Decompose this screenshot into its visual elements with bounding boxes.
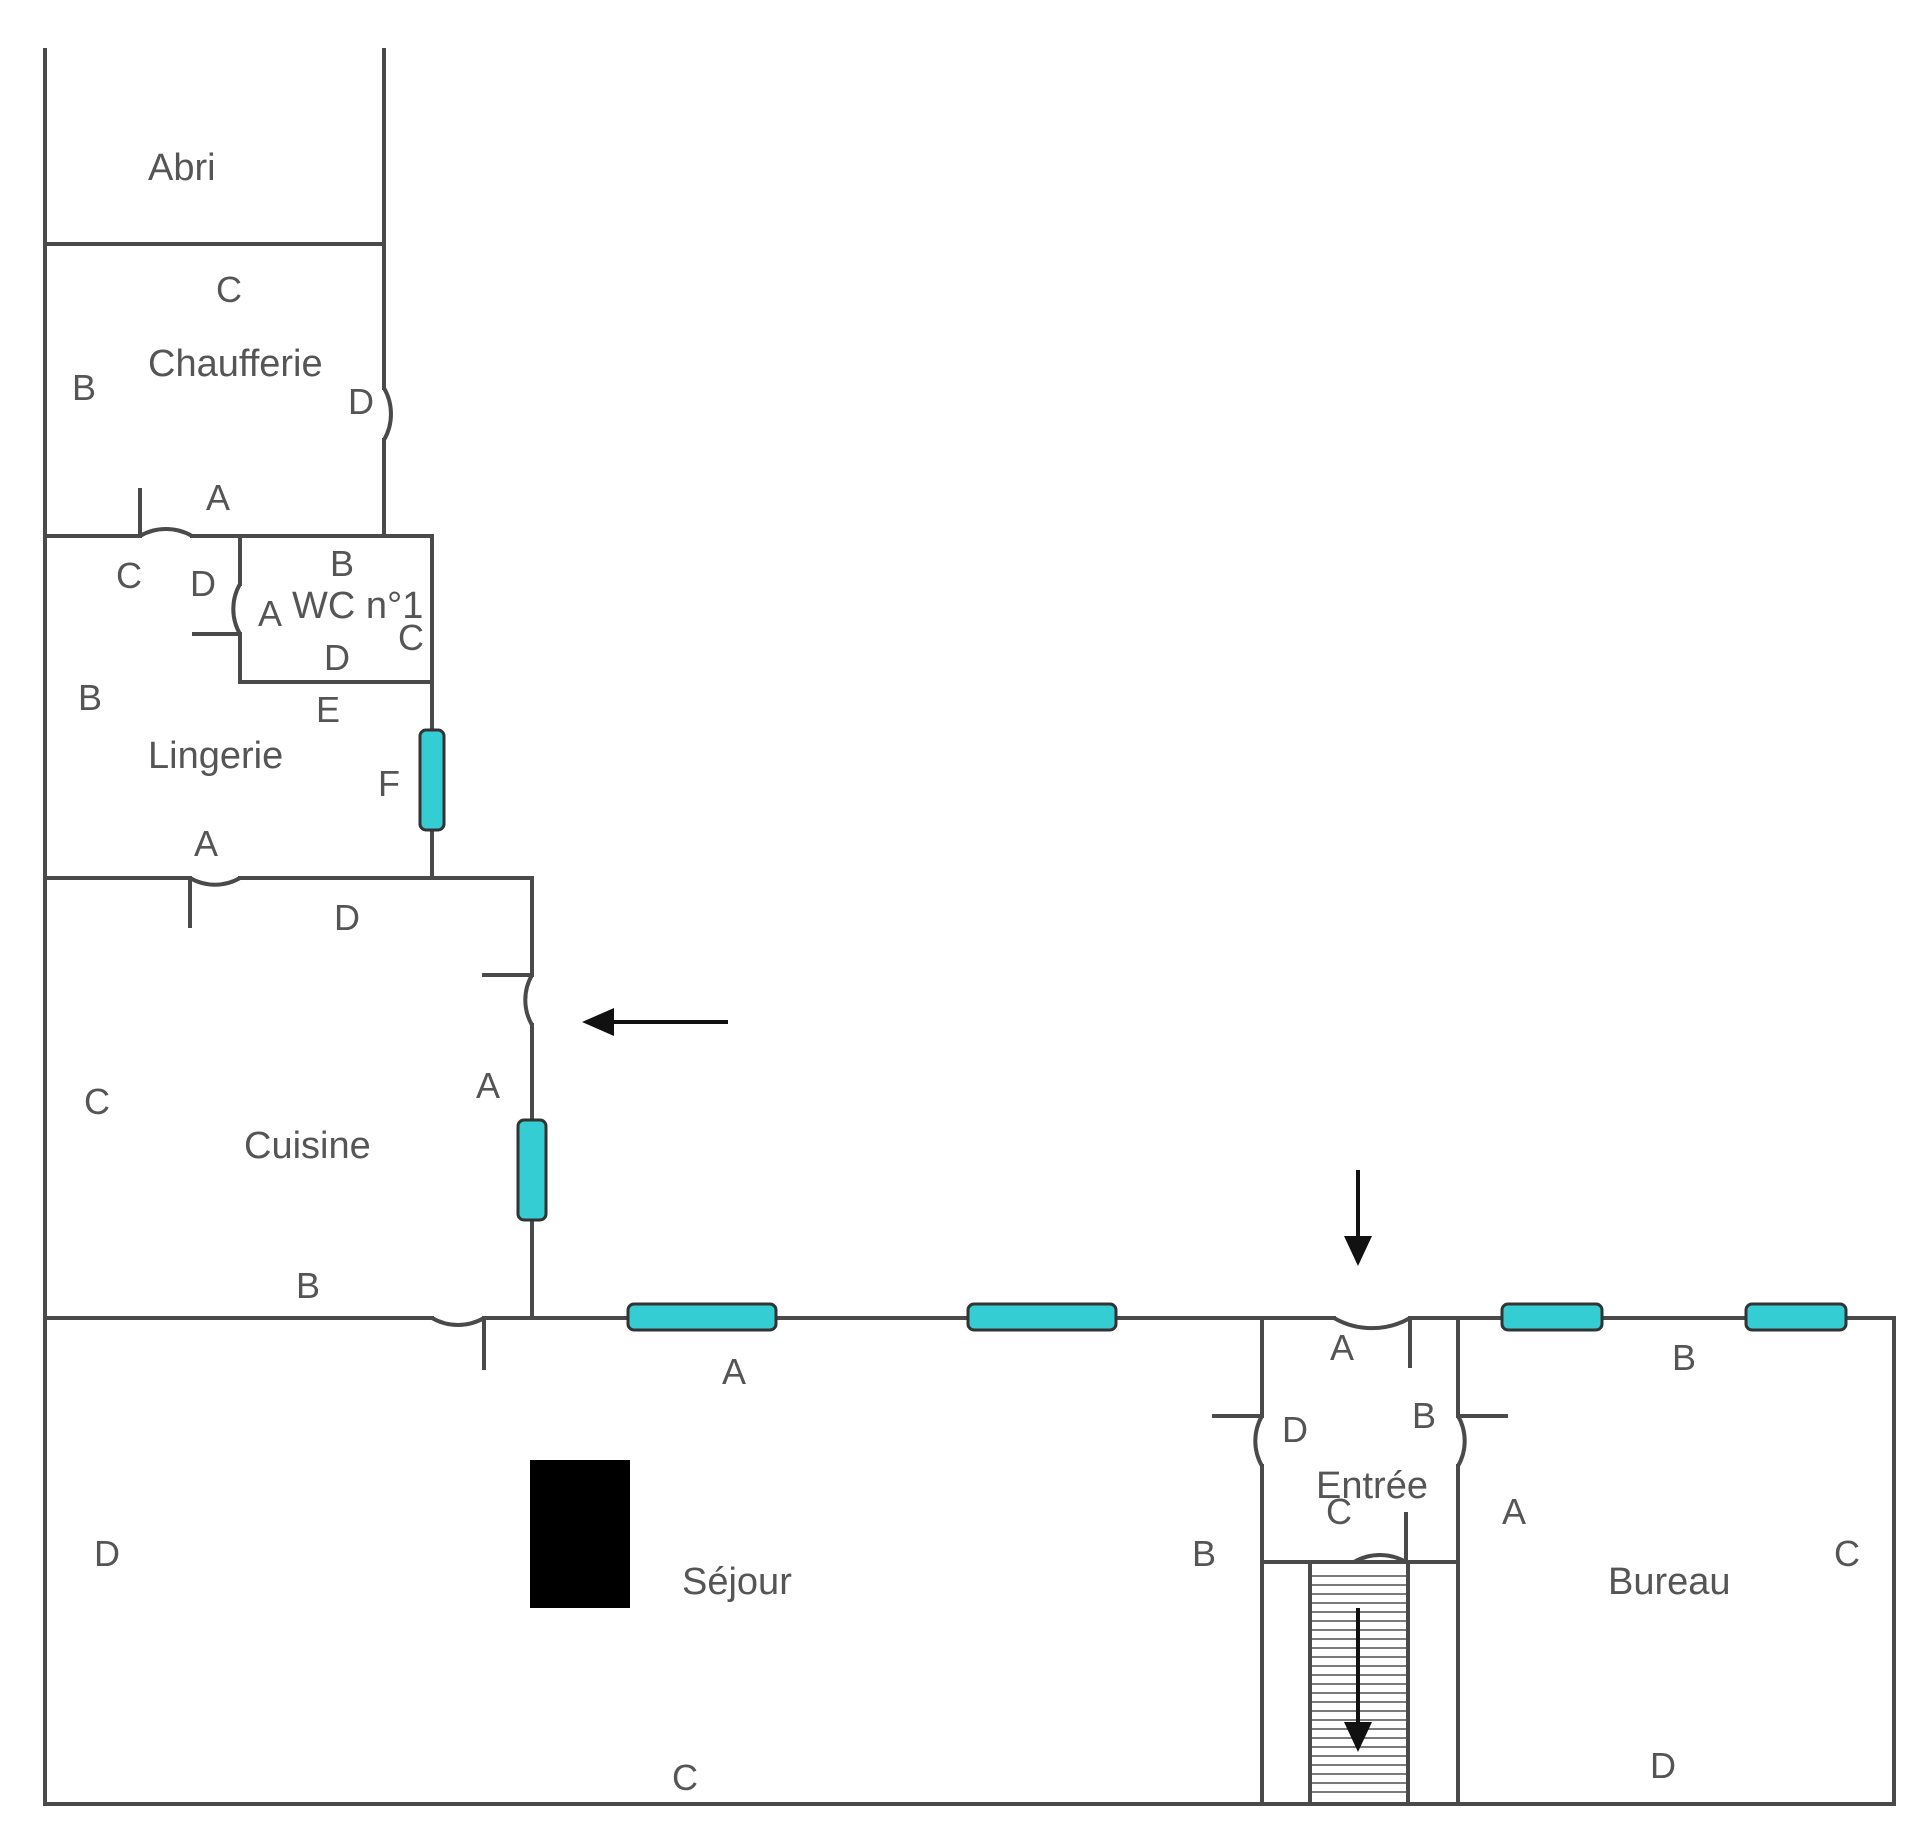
wall-label: C (1834, 1533, 1860, 1574)
wall-label: C (84, 1081, 110, 1122)
stair-door (1353, 1512, 1408, 1564)
kitchen-arrowhead-icon (582, 1008, 614, 1036)
entry-arrows (582, 1008, 1372, 1266)
wall-label: A (476, 1065, 500, 1106)
bureau-window-2 (1744, 1302, 1848, 1332)
wall-label: B (78, 677, 102, 718)
doors (138, 387, 1508, 1564)
room-label-wc: WC n°1 (292, 585, 423, 627)
windows (418, 728, 1848, 1332)
wall-label: B (330, 543, 354, 584)
wall-label: A (206, 477, 230, 518)
main-arrowhead-icon (1344, 1236, 1372, 1266)
room-label-entree: Entrée (1316, 1465, 1428, 1507)
wall-label: D (1650, 1745, 1676, 1786)
wall-label: A (1502, 1491, 1526, 1532)
room-label-lingerie: Lingerie (148, 735, 283, 777)
wall-label: E (316, 689, 340, 730)
staircase (1308, 1560, 1410, 1806)
sejour-window-1 (626, 1302, 778, 1332)
wall-label: D (94, 1533, 120, 1574)
wall-label: A (194, 823, 218, 864)
cuisine-window (516, 1118, 548, 1222)
sejour-cuisine-door (431, 1316, 486, 1370)
room-labels: Abri Chaufferie WC n°1 Lingerie Cuisine … (148, 147, 1731, 1603)
wall-label: B (72, 367, 96, 408)
wall-label: B (1192, 1533, 1216, 1574)
wall-label: C (672, 1757, 698, 1798)
room-label-abri: Abri (148, 147, 216, 189)
chaufferie-door (382, 387, 393, 441)
wall-label: D (190, 563, 216, 604)
wall-label: C (1326, 1491, 1352, 1532)
wall-label: C (216, 269, 242, 310)
wall-label: A (722, 1351, 746, 1392)
room-label-sejour: Séjour (682, 1561, 792, 1603)
wall-label: A (258, 593, 282, 634)
sejour-window-2 (966, 1302, 1118, 1332)
wall-label: A (1330, 1327, 1354, 1368)
wall-label: C (398, 617, 424, 658)
wall-label: D (348, 381, 374, 422)
wall-label: D (1282, 1409, 1308, 1450)
wc-door (192, 583, 242, 636)
entree-bureau-door (1456, 1414, 1508, 1467)
cuisine-exterior-door (482, 973, 534, 1026)
cuisine-lingerie-door (188, 876, 241, 928)
stair-arrowhead-icon (1344, 1722, 1372, 1752)
lingerie-chaufferie-door (138, 488, 193, 538)
wall-label: D (324, 637, 350, 678)
room-label-chaufferie: Chaufferie (148, 343, 323, 385)
wall-label: D (334, 897, 360, 938)
wall-label: B (1412, 1395, 1436, 1436)
entree-exterior-door (1333, 1316, 1412, 1368)
room-label-cuisine: Cuisine (244, 1125, 371, 1167)
entree-sejour-door (1212, 1414, 1264, 1467)
lingerie-window (418, 728, 446, 832)
chimney-block (530, 1460, 630, 1608)
wall-labels: C B D A B A C D C D B E F A D C A B A D … (72, 269, 1860, 1798)
room-label-bureau: Bureau (1608, 1561, 1731, 1603)
wall-label: F (378, 763, 400, 804)
wall-label: B (1672, 1337, 1696, 1378)
bureau-window-1 (1500, 1302, 1604, 1332)
wall-label: B (296, 1265, 320, 1306)
walls (43, 48, 1896, 1806)
wall-label: C (116, 555, 142, 596)
